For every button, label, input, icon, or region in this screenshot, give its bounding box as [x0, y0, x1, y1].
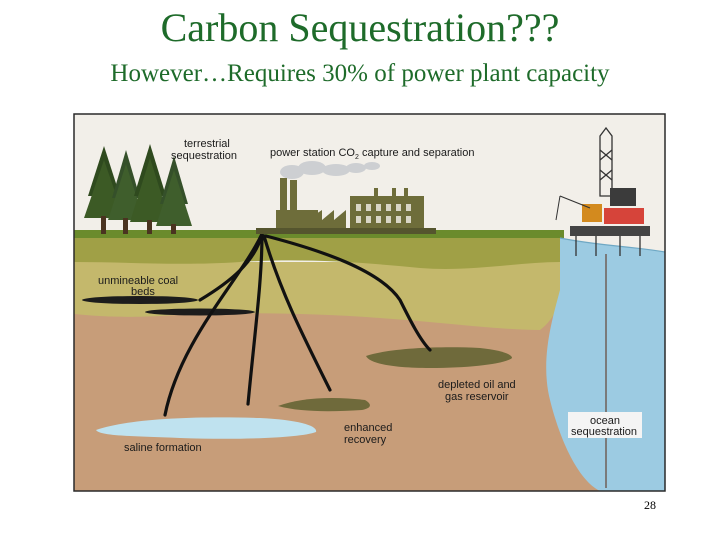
power-station-label: power station CO2 capture and separation: [270, 147, 474, 161]
smokestack: [290, 180, 297, 232]
enhanced-recovery-label-line1: enhanced: [344, 422, 392, 434]
saline-formation: [96, 417, 317, 439]
tree: [156, 156, 192, 234]
slide-title: Carbon Sequestration???: [160, 5, 560, 50]
terrestrial-label-line2: sequestration: [171, 150, 237, 162]
saline-formation-label: saline formation: [124, 442, 202, 454]
coal-beds-label-line1: unmineable coal: [98, 275, 178, 287]
figure-frame: [73, 113, 666, 492]
tree-group: [84, 144, 192, 234]
depleted-reservoir-label-line2: gas reservoir: [445, 391, 509, 403]
ocean-label-line1: ocean: [590, 415, 620, 427]
coal-bed-upper: [82, 296, 198, 304]
terrestrial-label-line1: terrestrial: [184, 138, 230, 150]
offshore-platform: [555, 126, 650, 488]
enhanced-recovery-label-line2: recovery: [344, 434, 387, 446]
ocean-label-box: [568, 412, 642, 438]
injection-pipes: [163, 232, 432, 417]
plant-building: [350, 196, 424, 234]
coal-bed-lower: [145, 308, 255, 316]
smoke-plume: [280, 161, 380, 179]
coal-beds-label-line2: beds: [131, 286, 155, 298]
depleted-reservoir-label-line1: depleted oil and: [438, 379, 516, 391]
enhanced-recovery-pocket: [278, 398, 370, 412]
tree: [130, 144, 170, 234]
slide-subtitle: However…Requires 30% of power plant capa…: [110, 60, 610, 87]
slide-number: 28: [644, 498, 656, 512]
power-station: [256, 178, 436, 234]
smokestack: [280, 178, 287, 232]
ocean-surface: [559, 237, 665, 253]
ocean-label-line2: sequestration: [571, 426, 637, 438]
oil-gas-reservoir: [366, 347, 512, 368]
